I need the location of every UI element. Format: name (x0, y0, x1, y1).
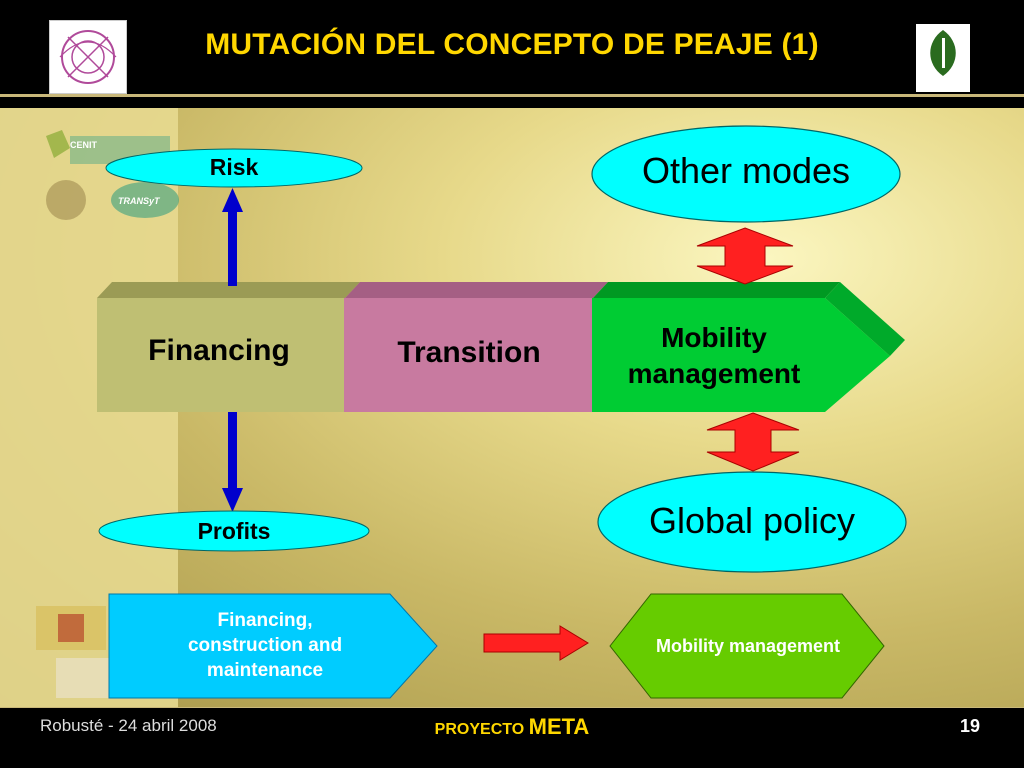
slide-title: MUTACIÓN DEL CONCEPTO DE PEAJE (1) (205, 28, 819, 61)
cenit-label: CENIT (70, 140, 97, 150)
double-arrow-top-icon (696, 227, 794, 285)
global-policy-label: Global policy (648, 500, 856, 541)
box-left-line3: maintenance (206, 660, 324, 681)
footer-project-name: META (528, 714, 590, 739)
mobility-label-line2: management (627, 358, 801, 389)
mobility-top-face (593, 282, 840, 298)
transyt-label: TRANSyT (118, 196, 160, 206)
financing-top-face (97, 282, 360, 298)
profits-label: Profits (197, 518, 271, 544)
double-arrow-bottom-icon (706, 412, 800, 472)
right-arrow-icon (483, 625, 589, 661)
profits-arrowhead-icon (222, 488, 243, 512)
mobility-management-box-label: Mobility management (655, 636, 841, 656)
header-bar (0, 0, 1024, 96)
risk-arrowhead-icon (222, 188, 243, 212)
profits-arrow-shaft (228, 412, 237, 490)
mobility-segment (592, 298, 890, 412)
financing-label: Financing (148, 334, 290, 367)
mobility-management-label: Mobility management (598, 320, 830, 392)
financing-construction-box (108, 593, 438, 699)
transition-label: Transition (397, 336, 541, 369)
ministry-seal-icon (46, 180, 86, 220)
university-logo (49, 20, 127, 94)
risk-arrow-shaft (228, 210, 237, 286)
risk-ellipse (105, 148, 363, 188)
box-left-line2: construction and (187, 635, 343, 656)
financing-segment (97, 298, 347, 412)
risk-label: Risk (209, 154, 259, 180)
transition-top-face (345, 282, 608, 298)
transition-segment (344, 298, 594, 412)
mobility-management-box (609, 593, 885, 699)
page-number: 19 (959, 716, 980, 736)
global-policy-ellipse (597, 471, 907, 573)
financing-construction-label: Financing, construction and maintenance (150, 608, 380, 683)
cenit-logo-icon (46, 130, 70, 158)
other-modes-ellipse (591, 125, 901, 223)
mobility-label-line1: Mobility (661, 322, 767, 353)
euro-vinyeta-logo (916, 24, 970, 92)
footer-author-date: Robusté - 24 abril 2008 (40, 716, 217, 735)
footer-bar (0, 708, 1024, 768)
box-left-line1: Financing, (217, 610, 313, 631)
profits-ellipse (98, 510, 370, 552)
side-logos (46, 130, 179, 220)
other-modes-label: Other modes (641, 150, 851, 191)
transyt-logo-icon (111, 182, 179, 218)
footer-project: PROYECTO META (412, 714, 612, 740)
footer-project-prefix: PROYECTO (434, 721, 525, 738)
header-divider (0, 94, 1024, 97)
mobility-arrow-side (825, 282, 905, 356)
